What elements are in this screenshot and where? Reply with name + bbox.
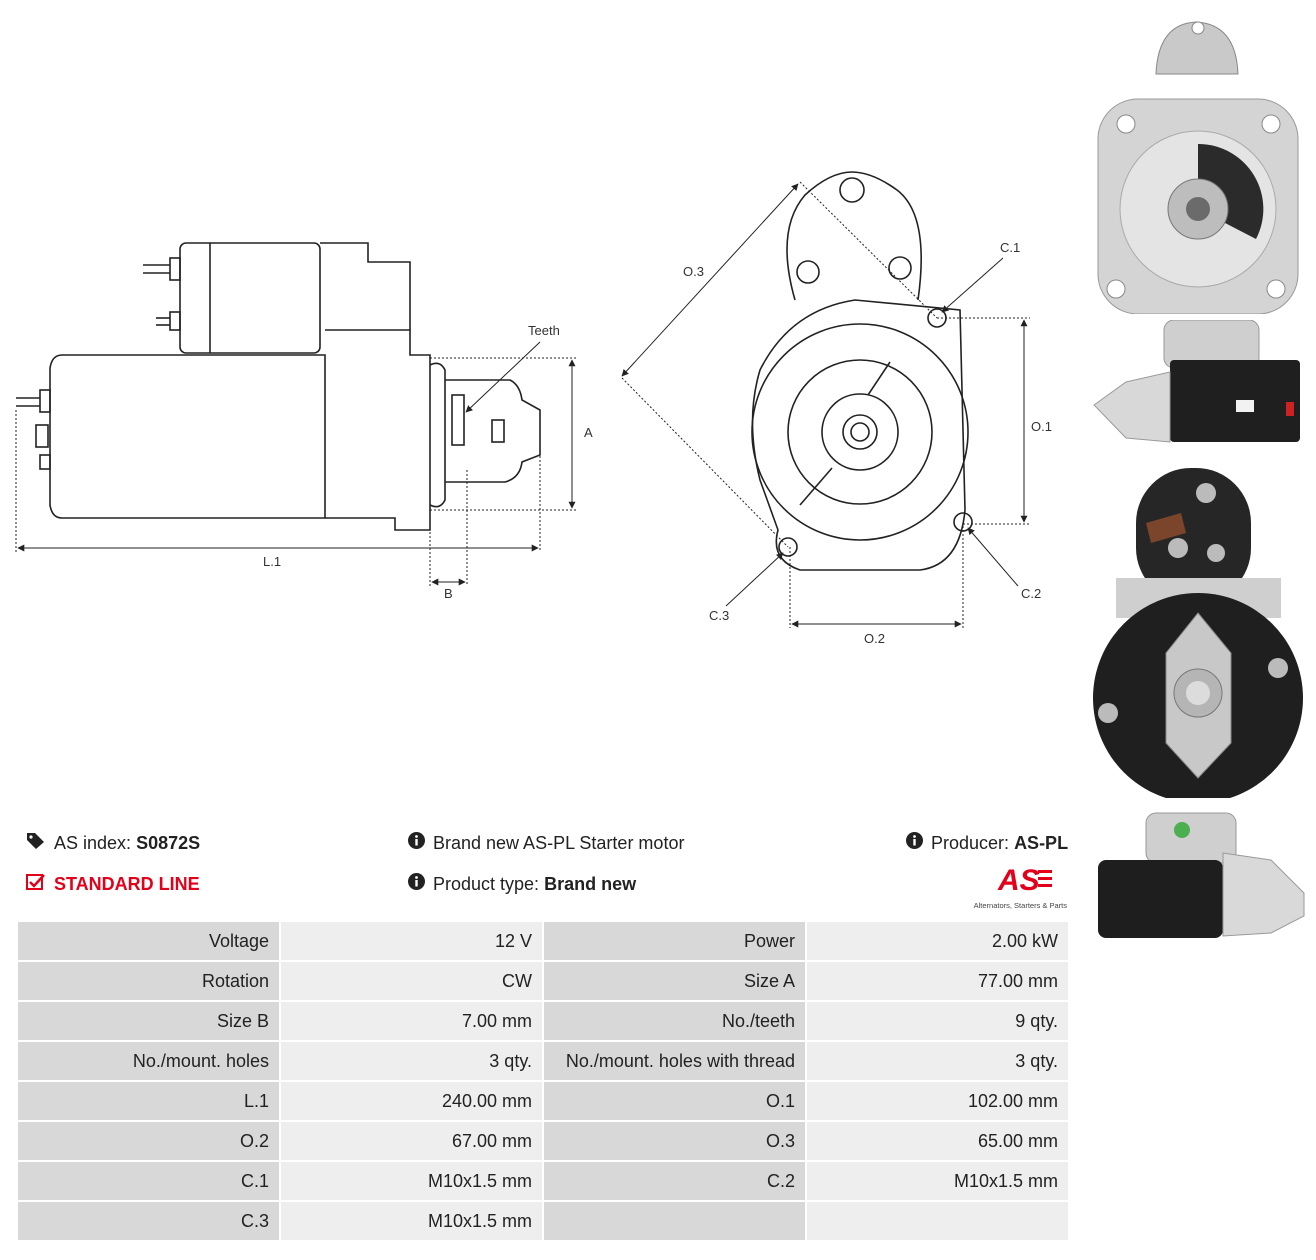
spec-key: C.1 xyxy=(16,1160,281,1202)
label-o1: O.1 xyxy=(1031,419,1052,434)
photo-front-flange xyxy=(1086,14,1310,314)
spec-key: C.2 xyxy=(542,1160,807,1202)
spec-value: 67.00 mm xyxy=(279,1120,544,1162)
front-view-dimensions xyxy=(621,181,1030,628)
spec-value: 2.00 kW xyxy=(805,920,1070,962)
spec-key xyxy=(542,1200,807,1242)
logo-mark: AS xyxy=(997,864,1040,897)
technical-drawing: Teeth A L.1 B xyxy=(15,171,1052,646)
table-row: No./mount. holes 3 qty. No./mount. holes… xyxy=(16,1040,1070,1082)
checkbox-icon xyxy=(26,873,46,896)
side-view-dimensions xyxy=(15,341,578,586)
spec-value: 65.00 mm xyxy=(805,1120,1070,1162)
spec-key: Voltage xyxy=(16,920,281,962)
standard-line-label: STANDARD LINE xyxy=(54,874,200,894)
front-view xyxy=(751,171,973,571)
label-c2: C.2 xyxy=(1021,586,1041,601)
brand-text: Brand new AS-PL Starter motor xyxy=(433,832,685,853)
photo-top-side xyxy=(1086,808,1310,943)
brand-row: Brand new AS-PL Starter motor xyxy=(408,832,684,854)
label-teeth: Teeth xyxy=(528,323,560,338)
spec-value: 77.00 mm xyxy=(805,960,1070,1002)
producer-value: AS-PL xyxy=(1014,832,1069,853)
table-row: Rotation CW Size A 77.00 mm xyxy=(16,960,1070,1002)
label-b: B xyxy=(444,586,453,601)
spec-value: M10x1.5 mm xyxy=(279,1200,544,1242)
spec-value: 12 V xyxy=(279,920,544,962)
label-o2: O.2 xyxy=(864,631,885,646)
table-row: O.2 67.00 mm O.3 65.00 mm xyxy=(16,1120,1070,1162)
table-row: Size B 7.00 mm No./teeth 9 qty. xyxy=(16,1000,1070,1042)
product-type-value: Brand new xyxy=(544,873,637,894)
spec-value: 7.00 mm xyxy=(279,1000,544,1042)
as-pl-logo: AS Alternators, Starters & Parts xyxy=(948,862,1068,914)
table-row: Voltage 12 V Power 2.00 kW xyxy=(16,920,1070,962)
photo-rear xyxy=(1086,463,1310,798)
spec-value: 240.00 mm xyxy=(279,1080,544,1122)
standard-line-row: STANDARD LINE xyxy=(26,873,200,896)
product-type-label: Product type: xyxy=(433,873,540,894)
spec-key: Rotation xyxy=(16,960,281,1002)
info-icon xyxy=(408,832,425,854)
logo-tagline: Alternators, Starters & Parts xyxy=(974,901,1068,910)
spec-key: L.1 xyxy=(16,1080,281,1122)
photo-side xyxy=(1086,320,1310,450)
spec-key: O.1 xyxy=(542,1080,807,1122)
side-view xyxy=(16,242,541,531)
specs-table: Voltage 12 V Power 2.00 kW Rotation CW S… xyxy=(16,920,1070,1242)
table-row: L.1 240.00 mm O.1 102.00 mm xyxy=(16,1080,1070,1122)
as-index-row: AS index: S0872S xyxy=(26,832,200,855)
table-row: C.3 M10x1.5 mm xyxy=(16,1200,1070,1242)
product-info: AS index: S0872S STANDARD LINE Brand new… xyxy=(16,826,1068,916)
spec-key: Size A xyxy=(542,960,807,1002)
label-o3: O.3 xyxy=(683,264,704,279)
as-index-label: AS index: xyxy=(54,833,132,853)
as-index-value: S0872S xyxy=(136,833,201,853)
spec-value: CW xyxy=(279,960,544,1002)
spec-key: No./teeth xyxy=(542,1000,807,1042)
info-icon xyxy=(906,832,923,854)
product-photos xyxy=(1086,8,1310,958)
info-icon xyxy=(408,873,425,895)
spec-key: No./mount. holes with thread xyxy=(542,1040,807,1082)
label-a: A xyxy=(584,425,593,440)
producer-row: Producer: AS-PL xyxy=(906,832,1068,854)
label-c1: C.1 xyxy=(1000,240,1020,255)
spec-value: 9 qty. xyxy=(805,1000,1070,1042)
spec-key: Power xyxy=(542,920,807,962)
spec-value xyxy=(805,1200,1070,1242)
table-row: C.1 M10x1.5 mm C.2 M10x1.5 mm xyxy=(16,1160,1070,1202)
spec-key: O.3 xyxy=(542,1120,807,1162)
spec-value: 3 qty. xyxy=(805,1040,1070,1082)
spec-key: O.2 xyxy=(16,1120,281,1162)
spec-key: C.3 xyxy=(16,1200,281,1242)
spec-key: Size B xyxy=(16,1000,281,1042)
spec-value: 102.00 mm xyxy=(805,1080,1070,1122)
producer-label: Producer: xyxy=(931,832,1010,853)
spec-key: No./mount. holes xyxy=(16,1040,281,1082)
tags-icon xyxy=(26,832,46,855)
label-c3: C.3 xyxy=(709,608,729,623)
product-type-row: Product type: Brand new xyxy=(408,873,636,895)
label-l1: L.1 xyxy=(263,554,281,569)
spec-value: 3 qty. xyxy=(279,1040,544,1082)
spec-value: M10x1.5 mm xyxy=(279,1160,544,1202)
spec-value: M10x1.5 mm xyxy=(805,1160,1070,1202)
